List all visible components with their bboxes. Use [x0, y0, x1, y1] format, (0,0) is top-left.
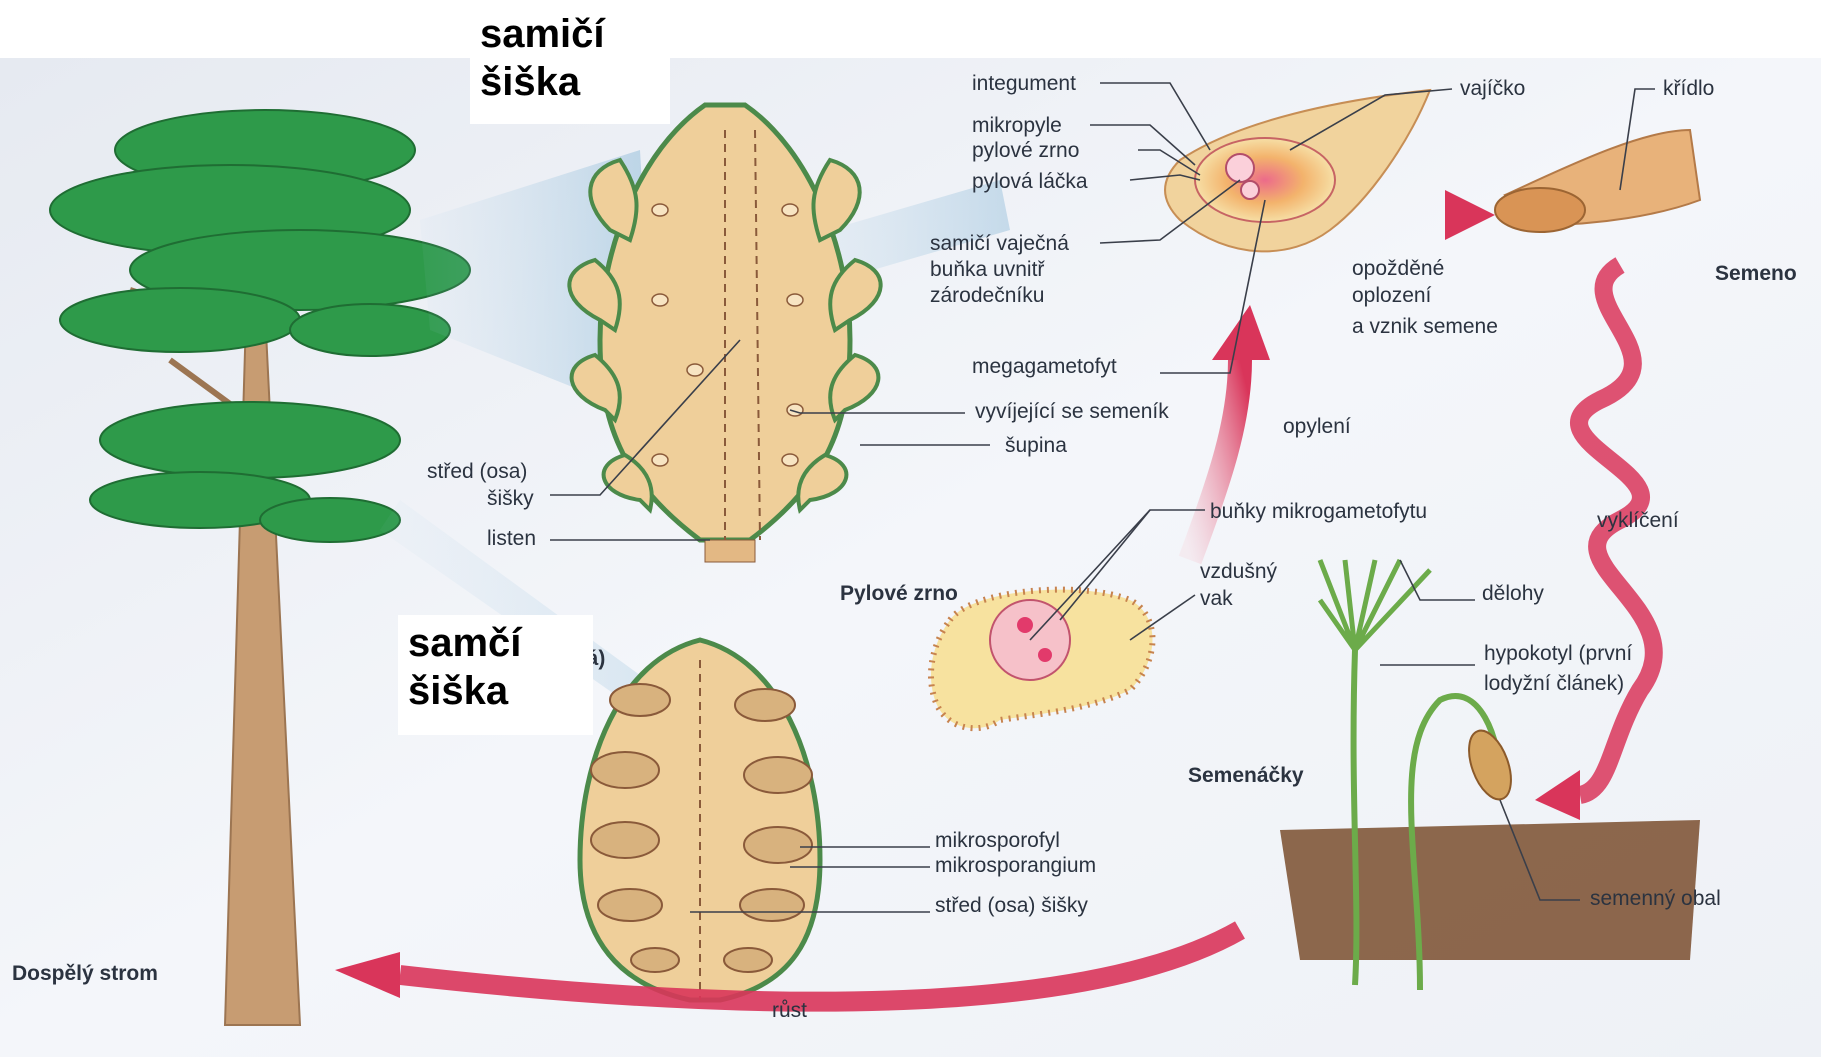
label-opozdene-1: opožděné [1352, 257, 1444, 280]
label-semeno: Semeno [1715, 262, 1797, 285]
label-samici-vajecna-1: samičí vaječná [930, 232, 1069, 255]
label-pylova-lacka: pylová láčka [972, 170, 1088, 193]
label-dospely-strom: Dospělý strom [12, 962, 158, 985]
overlay-female-line-2: šiška [480, 58, 660, 106]
label-hypokotyl-2: lodyžní článek) [1484, 672, 1624, 695]
label-mikrosporangium: mikrosporangium [935, 854, 1096, 877]
label-pylove-zrno-small: pylové zrno [972, 139, 1079, 162]
label-kridlo: křídlo [1663, 77, 1714, 100]
label-rust: růst [772, 999, 807, 1022]
label-pylove-zrno: Pylové zrno [840, 582, 958, 605]
label-integument: integument [972, 72, 1076, 95]
label-hypokotyl-1: hypokotyl (první [1484, 642, 1632, 665]
label-mikropyle: mikropyle [972, 114, 1062, 137]
label-semenny-obal: semenný obal [1590, 887, 1721, 910]
overlay-male-line-1: samčí [408, 619, 583, 667]
label-stred-osa-1: střed (osa) [427, 460, 527, 483]
female-cone-section [569, 105, 880, 562]
label-megagametofyt: megagametofyt [972, 355, 1117, 378]
label-semenacky: Semenáčky [1188, 764, 1304, 787]
label-stred-osa-2: šišky [487, 487, 534, 510]
overlay-male-cone: samčí šiška [398, 615, 593, 735]
label-opozdene-2: oplození [1352, 284, 1432, 307]
overlay-female-cone: samičí šiška [470, 6, 670, 124]
label-vyklicani: vyklíčení [1597, 509, 1679, 532]
label-mikrosporofyl: mikrosporofyl [935, 829, 1060, 852]
overlay-female-line-1: samičí [480, 10, 660, 58]
label-delohy: dělohy [1482, 582, 1544, 605]
label-vzdusny-2: vak [1200, 587, 1233, 610]
label-samici-vajecna-2: buňka uvnitř [930, 258, 1045, 281]
label-vajicko: vajíčko [1460, 77, 1525, 100]
label-vyvijejici: vyvíjející se semeník [975, 400, 1169, 423]
label-stred-osa-sisky: střed (osa) šišky [935, 894, 1088, 917]
label-bunky-mikro: buňky mikrogametofytu [1210, 500, 1427, 523]
overlay-male-line-2: šiška [408, 667, 583, 715]
label-opozdene-3: a vznik semene [1352, 315, 1498, 338]
label-samici-vajecna-3: zárodečníku [930, 284, 1044, 307]
label-opyleni: opylení [1283, 415, 1351, 438]
label-vzdusny-1: vzdušný [1200, 560, 1278, 583]
label-listen: listen [487, 527, 536, 550]
male-cone-section [580, 640, 820, 1000]
label-supina: šupina [1005, 434, 1067, 457]
